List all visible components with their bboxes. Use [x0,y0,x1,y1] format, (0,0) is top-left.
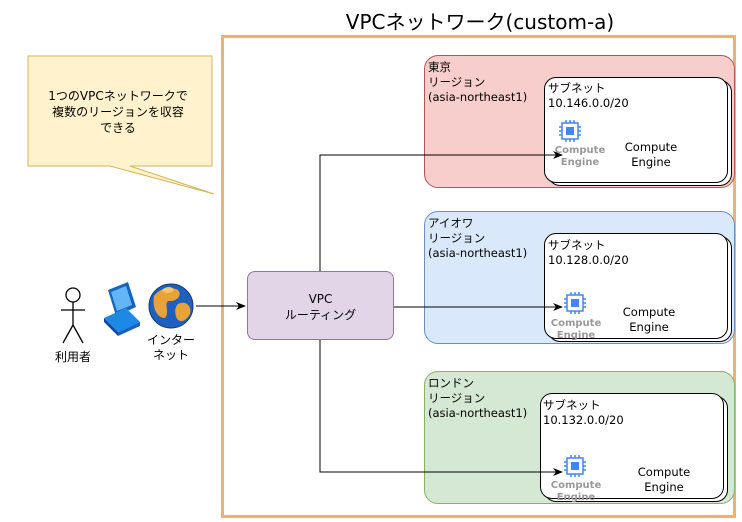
compute-engine-icon-label-london: Compute Engine [550,480,602,503]
subnet-london [540,393,724,499]
globe-icon [148,283,194,329]
compute-engine-label-iowa: Compute Engine [622,305,676,334]
connector-router-london [319,340,563,476]
vpc-routing-label: VPC ルーティング [284,292,357,322]
internet-label: インター ネット [146,333,195,362]
compute-engine-icon [559,120,581,142]
region-iowa-label: アイオワ リージョン (asia-northeast1) [428,216,528,260]
compute-engine-icon-label-iowa: Compute Engine [550,318,602,341]
computer-icon [104,282,140,336]
region-tokyo-label: 東京 リージョン (asia-northeast1) [428,60,528,104]
subnet-london-label: サブネット 10.132.0.0/20 [543,398,624,427]
person-icon [61,287,85,344]
user-label: 利用者 [54,350,91,364]
subnet-iowa-label: サブネット 10.128.0.0/20 [548,238,629,267]
vpc-routing-box [247,271,394,340]
callout-text: 1つのVPCネットワークで 複数のリージョンを収容 できる [48,89,188,135]
subnet-tokyo-label: サブネット 10.146.0.0/20 [548,81,629,110]
callout-bubble [27,55,215,195]
connector-router-tokyo [319,151,563,271]
compute-engine-label-london: Compute Engine [637,465,691,494]
compute-engine-icon-label-tokyo: Compute Engine [554,145,606,168]
region-london-label: ロンドン リージョン (asia-northeast1) [428,376,528,420]
compute-engine-icon [564,292,586,314]
compute-engine-label-tokyo: Compute Engine [624,140,678,169]
subnet-iowa [544,233,728,339]
vpc-title: VPCネットワーク(custom-a) [345,10,615,34]
compute-engine-icon [564,455,586,477]
